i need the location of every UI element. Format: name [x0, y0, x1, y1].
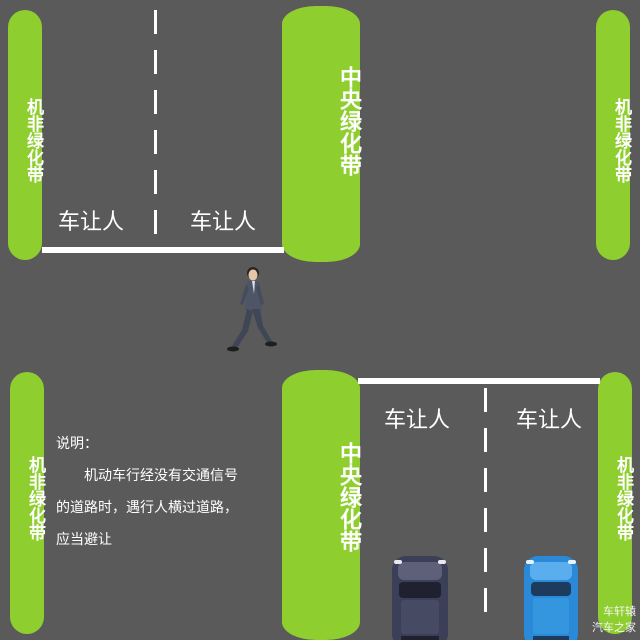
bottom-left-side-strip: 机非绿化带 — [10, 372, 45, 634]
top-lane-dash — [154, 50, 157, 74]
top-stop-line — [42, 247, 284, 253]
top-left-strip-label: 机非绿化带 — [23, 98, 43, 183]
top-left-side-strip: 机非绿化带 — [8, 10, 43, 260]
yield-label-bottom-right: 车让人 — [516, 408, 583, 433]
watermark: 车轩辕 汽车之家 — [592, 604, 636, 636]
top-right-strip-label: 机非绿化带 — [611, 98, 631, 183]
bottom-median-label: 中央绿化带 — [336, 442, 361, 552]
top-lane-dash — [154, 170, 157, 194]
top-central-median: 中央绿化带 — [282, 6, 361, 262]
top-right-side-strip: 机非绿化带 — [596, 10, 631, 260]
bottom-lane-dash — [484, 588, 487, 612]
bottom-lane-dash — [484, 468, 487, 492]
pedestrian-figure — [227, 267, 277, 352]
watermark-line-2: 汽车之家 — [592, 621, 636, 634]
note-line-3: 应当避让 — [56, 532, 112, 548]
bottom-lane-dash — [484, 428, 487, 452]
bottom-stop-line — [358, 378, 600, 384]
bottom-central-median: 中央绿化带 — [282, 370, 361, 640]
yield-label-top-right: 车让人 — [190, 210, 257, 235]
bottom-right-side-strip: 机非绿化带 — [598, 372, 633, 634]
bottom-left-strip-label: 机非绿化带 — [25, 456, 45, 541]
yield-label-top-left: 车让人 — [58, 210, 125, 235]
dark-car — [392, 556, 448, 640]
top-lane-dash — [154, 10, 157, 34]
note-line-1: 机动车行经没有交通信号 — [84, 468, 238, 484]
blue-car — [524, 556, 578, 640]
yield-label-bottom-left: 车让人 — [384, 408, 451, 433]
bottom-lane-dash — [484, 388, 487, 412]
top-lane-dash — [154, 90, 157, 114]
bottom-lane-dash — [484, 508, 487, 532]
watermark-line-1: 车轩辕 — [603, 605, 636, 618]
top-median-label: 中央绿化带 — [336, 66, 361, 176]
bottom-right-strip-label: 机非绿化带 — [613, 456, 633, 541]
top-lane-dash — [154, 130, 157, 154]
note-heading: 说明： — [56, 436, 98, 452]
bottom-lane-dash — [484, 548, 487, 572]
explanation-note: 说明： 机动车行经没有交通信号 的道路时，遇行人横过道路， 应当避让 — [56, 428, 280, 556]
note-line-2: 的道路时，遇行人横过道路， — [56, 500, 238, 516]
top-lane-dash — [154, 210, 157, 234]
